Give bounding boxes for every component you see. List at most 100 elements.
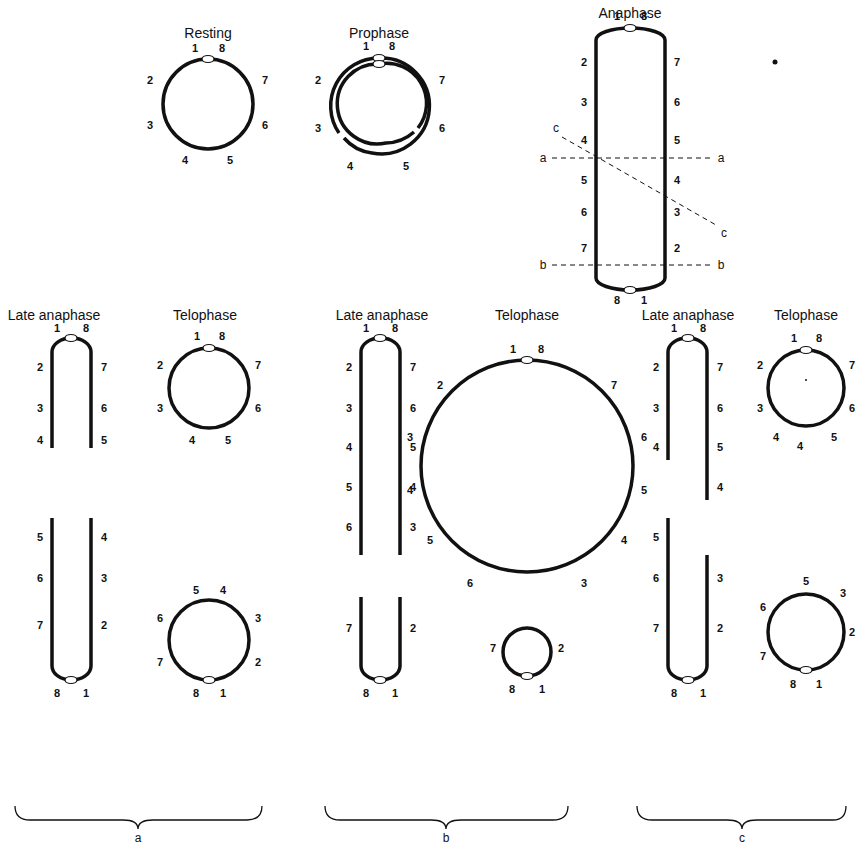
- locus-number: 7: [410, 362, 416, 373]
- locus-number: 5: [581, 175, 587, 186]
- stage-title: Telophase: [774, 308, 838, 322]
- locus-number: 4: [653, 442, 659, 453]
- locus-number: 5: [653, 532, 659, 543]
- locus-number: 4: [717, 482, 723, 493]
- locus-number: 2: [653, 362, 659, 373]
- locus-number: 7: [37, 620, 43, 631]
- locus-number: 2: [410, 623, 416, 634]
- locus-number: 2: [346, 362, 352, 373]
- locus-number: 6: [255, 403, 261, 414]
- locus-number: 3: [840, 588, 846, 599]
- locus-number: 4: [220, 585, 226, 596]
- locus-number: 5: [427, 535, 433, 546]
- locus-number: 4: [407, 485, 413, 496]
- locus-number: 7: [849, 360, 855, 371]
- locus-number: 6: [262, 120, 268, 131]
- locus-number: 2: [558, 643, 564, 654]
- locus-number: 5: [225, 435, 231, 446]
- locus-number: 2: [581, 57, 587, 68]
- locus-number: 3: [757, 403, 763, 414]
- locus-number: 2: [757, 360, 763, 371]
- cut-letter: c: [739, 832, 745, 844]
- locus-number: 8: [389, 41, 395, 52]
- locus-number: 2: [437, 380, 443, 391]
- locus-number: 1: [510, 344, 516, 355]
- locus-number: 5: [410, 442, 416, 453]
- locus-number: 1: [192, 43, 198, 54]
- locus-number: 1: [392, 688, 398, 699]
- locus-number: 3: [147, 120, 153, 131]
- locus-number: 5: [403, 161, 409, 172]
- locus-number: 5: [674, 135, 680, 146]
- locus-number: 3: [653, 403, 659, 414]
- locus-number: 8: [671, 688, 677, 699]
- locus-number: 6: [37, 573, 43, 584]
- locus-number: 4: [797, 441, 803, 452]
- locus-number: 6: [410, 403, 416, 414]
- locus-number: 7: [581, 243, 587, 254]
- locus-number: 3: [101, 573, 107, 584]
- locus-number: 5: [37, 532, 43, 543]
- locus-number: 2: [101, 620, 107, 631]
- locus-number: 6: [849, 403, 855, 414]
- stage-title: Late anaphase: [336, 308, 429, 322]
- locus-number: 3: [346, 403, 352, 414]
- locus-number: 2: [255, 657, 261, 668]
- locus-number: 4: [37, 435, 43, 446]
- locus-number: 8: [392, 323, 398, 334]
- locus-number: 1: [700, 688, 706, 699]
- locus-number: 6: [157, 613, 163, 624]
- locus-number: 5: [831, 432, 837, 443]
- locus-number: 2: [157, 360, 163, 371]
- locus-number: 8: [641, 11, 647, 22]
- locus-number: 8: [363, 688, 369, 699]
- locus-number: 1: [671, 323, 677, 334]
- locus-number: 7: [101, 362, 107, 373]
- locus-number: 8: [83, 323, 89, 334]
- locus-number: 2: [315, 75, 321, 86]
- stage-title: Late anaphase: [642, 308, 735, 322]
- locus-number: 7: [255, 360, 261, 371]
- locus-number: 1: [220, 688, 226, 699]
- locus-number: 7: [760, 651, 766, 662]
- locus-number: 5: [101, 435, 107, 446]
- locus-number: 6: [439, 123, 445, 134]
- locus-number: 5: [717, 442, 723, 453]
- locus-number: 7: [717, 362, 723, 373]
- locus-number: 3: [37, 403, 43, 414]
- cut-letter: b: [443, 832, 450, 844]
- locus-number: 8: [219, 331, 225, 342]
- locus-number: 6: [467, 578, 473, 589]
- locus-number: 8: [614, 295, 620, 306]
- locus-number: 2: [849, 627, 855, 638]
- locus-number: 5: [193, 585, 199, 596]
- locus-number: 6: [717, 403, 723, 414]
- locus-number: 3: [255, 613, 261, 624]
- locus-number: 3: [315, 123, 321, 134]
- locus-number: 2: [147, 75, 153, 86]
- locus-number: 7: [346, 623, 352, 634]
- locus-number: 5: [641, 485, 647, 496]
- cut-letter: a: [540, 152, 547, 164]
- locus-number: 6: [581, 207, 587, 218]
- locus-number: 1: [363, 41, 369, 52]
- locus-number: 8: [193, 688, 199, 699]
- locus-number: 5: [803, 576, 809, 587]
- locus-number: 1: [641, 295, 647, 306]
- locus-number: 7: [439, 75, 445, 86]
- locus-number: 3: [407, 432, 413, 443]
- locus-number: 1: [83, 688, 89, 699]
- locus-number: 6: [760, 602, 766, 613]
- locus-number: 6: [641, 432, 647, 443]
- locus-number: 4: [346, 442, 352, 453]
- locus-number: 7: [490, 643, 496, 654]
- locus-number: 1: [54, 323, 60, 334]
- cut-letter: b: [540, 259, 547, 271]
- stage-title: Telophase: [173, 308, 237, 322]
- locus-number: 4: [674, 175, 680, 186]
- locus-number: 7: [262, 75, 268, 86]
- locus-number: 2: [37, 362, 43, 373]
- cut-letter: a: [135, 832, 142, 844]
- locus-number: 8: [54, 688, 60, 699]
- locus-number: 3: [581, 97, 587, 108]
